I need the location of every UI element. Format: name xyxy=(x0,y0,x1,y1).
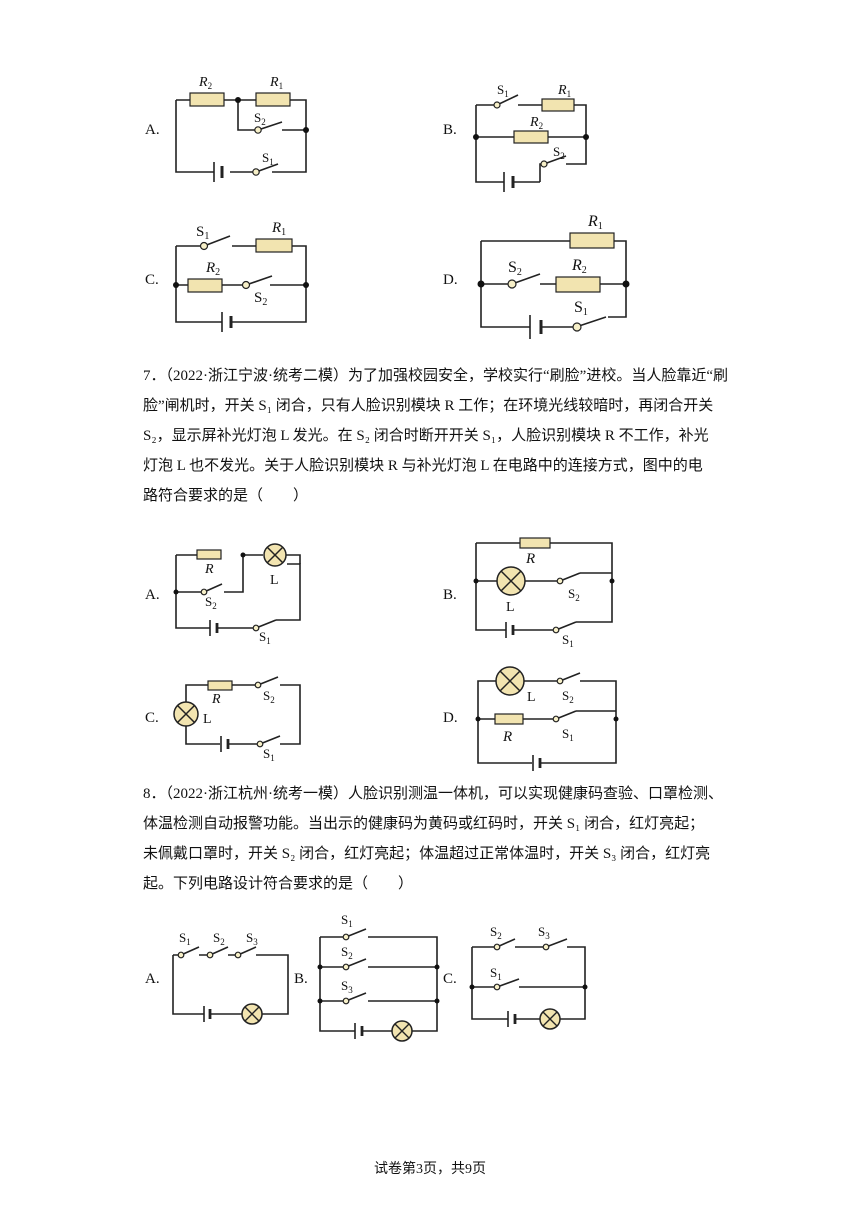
q7-number: 7． xyxy=(143,368,166,384)
q7-line-3: S₂，显示屏补光灯泡 L 发光。在 S₂ 闭合时断开开关 S₁，人脸识别模块 R… xyxy=(143,428,709,444)
q7c-label-s1: S1 xyxy=(263,746,275,763)
q8c-label-s3: S3 xyxy=(538,924,550,941)
q7b-label-s1: S1 xyxy=(562,632,574,649)
question-7-text: 7．（2022·浙江宁波·统考二模）为了加强校园安全，学校实行“刷脸”进校。当人… xyxy=(143,361,728,511)
q6-option-a-label[interactable]: A. xyxy=(145,122,160,138)
q7b-label-l: L xyxy=(506,600,515,615)
q7a-label-l: L xyxy=(270,573,279,588)
q6a-resistor-r1 xyxy=(255,92,291,107)
q8b-label-s1: S1 xyxy=(341,912,353,929)
q7a-label-s2: S2 xyxy=(205,594,217,611)
q6-option-b-label[interactable]: B. xyxy=(443,122,457,138)
q7c-label-s2: S2 xyxy=(263,688,275,705)
q7-option-d-label[interactable]: D. xyxy=(443,710,458,726)
q6b-label-r2: R2 xyxy=(529,115,543,131)
q7-option-a-label[interactable]: A. xyxy=(145,587,160,603)
q6d-label-r1: R1 xyxy=(587,213,603,232)
q6a-label-r1: R1 xyxy=(269,75,283,91)
q6b-label-s1: S1 xyxy=(497,82,509,99)
q6c-label-s1: S1 xyxy=(196,224,209,242)
q6-option-c-label[interactable]: C. xyxy=(145,272,159,288)
q6a-label-r2: R2 xyxy=(198,75,212,91)
q6b-label-r1: R1 xyxy=(557,83,571,99)
q8-line-2: 体温检测自动报警功能。当出示的健康码为黄码或红码时，开关 S₁ 闭合，红灯亮起； xyxy=(143,816,705,832)
q6c-label-r1: R1 xyxy=(271,220,286,238)
q6a-label-s2: S2 xyxy=(254,110,266,127)
q8a-label-s1: S1 xyxy=(179,930,191,947)
question-8-text: 8．（2022·浙江杭州·统考一模）人脸识别测温一体机，可以实现健康码查验、口罩… xyxy=(143,779,728,899)
q7d-label-s2: S2 xyxy=(562,688,574,705)
q6b-label-s2: S2 xyxy=(553,144,565,161)
q6c-label-r2: R2 xyxy=(205,260,220,278)
q8-option-b-label[interactable]: B. xyxy=(294,971,308,987)
q7b-label-s2: S2 xyxy=(568,586,580,603)
q8-option-a-label[interactable]: A. xyxy=(145,971,160,987)
q7-line-4: 灯泡 L 也不发光。关于人脸识别模块 R 与补光灯泡 L 在电路中的连接方式，图… xyxy=(143,458,703,474)
q7-line-2: 脸”闸机时，开关 S₁ 闭合，只有人脸识别模块 R 工作；在环境光线较暗时，再闭… xyxy=(143,398,714,414)
q6-option-d-label[interactable]: D. xyxy=(443,272,458,288)
q6a-label-s1: S1 xyxy=(262,150,274,167)
q7d-label-r: R xyxy=(502,729,512,745)
q6d-label-s2: S2 xyxy=(508,259,522,278)
q8b-label-s2: S2 xyxy=(341,944,353,961)
page-footer: 试卷第3页，共9页 xyxy=(374,1162,486,1177)
q7c-label-r: R xyxy=(211,692,221,707)
q8c-label-s1: S1 xyxy=(490,965,502,982)
q7-line-5: 路符合要求的是（ ） xyxy=(143,488,309,504)
q8-number: 8． xyxy=(143,786,166,802)
q6d-label-r2: R2 xyxy=(571,257,587,276)
q7d-label-l: L xyxy=(527,690,536,705)
q7-source: （2022·浙江宁波·统考二模） xyxy=(165,368,349,384)
q8-line-1: 人脸识别测温一体机，可以实现健康码查验、口罩检测、 xyxy=(348,786,724,802)
q7d-label-s1: S1 xyxy=(562,726,574,743)
q8-option-c-label[interactable]: C. xyxy=(443,971,457,987)
q8a-label-s3: S3 xyxy=(246,930,258,947)
q6c-label-s2: S2 xyxy=(254,290,267,308)
q7-line-1: 为了加强校园安全，学校实行“刷脸”进校。当人脸靠近“刷 xyxy=(348,368,728,384)
q7c-label-l: L xyxy=(203,712,212,727)
q8-line-4: 起。下列电路设计符合要求的是（ ） xyxy=(143,876,414,892)
q7b-label-r: R xyxy=(525,551,535,567)
q6a-resistor-r2 xyxy=(189,92,225,107)
q7a-label-r: R xyxy=(204,562,214,577)
q8c-label-s2: S2 xyxy=(490,924,502,941)
q7-option-b-label[interactable]: B. xyxy=(443,587,457,603)
q6d-label-s1: S1 xyxy=(574,299,588,318)
q7-option-c-label[interactable]: C. xyxy=(145,710,159,726)
q8a-label-s2: S2 xyxy=(213,930,225,947)
q8-line-3: 未佩戴口罩时，开关 S₂ 闭合，红灯亮起；体温超过正常体温时，开关 S₃ 闭合，… xyxy=(143,846,711,862)
q8b-label-s3: S3 xyxy=(341,978,353,995)
q8-source: （2022·浙江杭州·统考一模） xyxy=(165,786,349,802)
q7a-label-s1: S1 xyxy=(259,629,271,646)
